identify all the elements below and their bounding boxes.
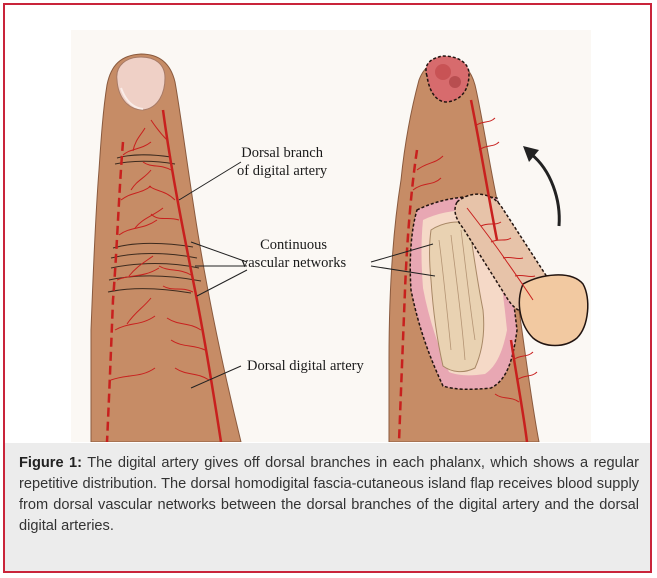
caption-figure-label: Figure 1: <box>19 455 82 471</box>
flap-tip <box>519 275 587 346</box>
caption-text: The digital artery gives off dorsal bran… <box>19 455 639 534</box>
label-dorsal-digital-artery: Dorsal digital artery <box>247 357 364 375</box>
caption-box: Figure 1: The digital artery gives off d… <box>5 443 650 571</box>
label-continuous-vascular-networks: Continuous vascular networks <box>241 236 346 272</box>
right-finger <box>389 56 588 442</box>
label-dorsal-branch: Dorsal branch of digital artery <box>237 144 327 180</box>
figure-caption: Figure 1: The digital artery gives off d… <box>19 453 639 537</box>
left-finger <box>91 54 241 442</box>
figure-illustration-area: Dorsal branch of digital artery Continuo… <box>71 30 591 442</box>
figure-frame: Dorsal branch of digital artery Continuo… <box>3 3 652 573</box>
rotation-arrow <box>531 154 559 226</box>
